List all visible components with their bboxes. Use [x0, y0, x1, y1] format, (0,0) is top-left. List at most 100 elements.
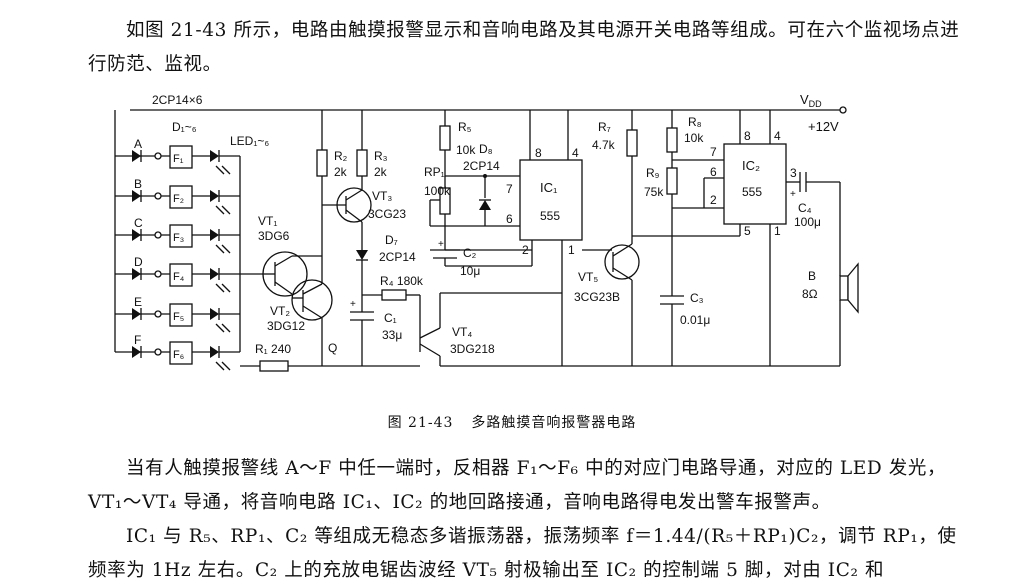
svg-text:2k: 2k: [334, 165, 348, 179]
vt5-transistor: [604, 243, 640, 281]
svg-text:F₆: F₆: [173, 349, 184, 361]
svg-text:VT₂: VT₂: [270, 304, 290, 318]
svg-text:IC₁: IC₁: [540, 180, 558, 195]
svg-text:F₁: F₁: [173, 153, 184, 165]
svg-text:+: +: [438, 239, 444, 250]
svg-text:1: 1: [774, 224, 781, 238]
channel-d: D F₄: [115, 255, 240, 293]
svg-text:10k: 10k: [684, 131, 704, 145]
channel-a: A F₁: [115, 137, 240, 175]
svg-text:A: A: [134, 137, 142, 151]
svg-text:F: F: [134, 333, 141, 347]
svg-text:10k: 10k: [456, 143, 476, 157]
svg-text:7: 7: [506, 182, 513, 196]
svg-text:C₃: C₃: [690, 291, 704, 305]
svg-text:D₈: D₈: [479, 142, 493, 156]
q-label: Q: [328, 341, 337, 355]
svg-text:C: C: [134, 216, 143, 230]
explanation-paragraph: 当有人触摸报警线 A～F 中任一端时，反相器 F₁～F₆ 中的对应门电路导通，对…: [88, 458, 947, 513]
svg-text:R₃: R₃: [374, 149, 388, 163]
svg-text:8: 8: [744, 129, 751, 143]
svg-text:F₅: F₅: [173, 311, 184, 323]
svg-text:F₂: F₂: [173, 193, 184, 205]
figure-number: 图 21-43: [387, 415, 454, 431]
svg-text:VT₅: VT₅: [578, 270, 598, 284]
r1-label: R₁ 240: [255, 342, 291, 356]
svg-text:4: 4: [774, 129, 781, 143]
figure-title: 多路触摸音响报警器电路: [471, 415, 637, 431]
speaker-icon: [839, 262, 859, 314]
svg-text:R₅: R₅: [458, 120, 472, 134]
svg-text:100k: 100k: [424, 184, 451, 198]
svg-text:F₃: F₃: [173, 232, 184, 244]
svg-text:5: 5: [744, 224, 751, 238]
svg-text:75k: 75k: [644, 185, 664, 199]
svg-text:D: D: [134, 255, 143, 269]
svg-text:8Ω: 8Ω: [802, 287, 818, 301]
supply-voltage-label: +12V: [808, 119, 839, 134]
svg-text:B: B: [134, 177, 142, 191]
svg-text:1: 1: [568, 243, 575, 257]
svg-text:100μ: 100μ: [794, 215, 821, 229]
svg-text:0.01μ: 0.01μ: [680, 313, 710, 327]
svg-text:R₂: R₂: [334, 149, 348, 163]
channel-c: C F₃: [115, 216, 240, 254]
svg-text:2CP14: 2CP14: [379, 250, 416, 264]
svg-text:10μ: 10μ: [460, 264, 480, 278]
oscillator-paragraph: IC₁ 与 R₅、RP₁、C₂ 等组成无稳态多谐振荡器，振荡频率 f＝1.44/…: [88, 526, 957, 581]
svg-text:F₄: F₄: [173, 271, 185, 283]
ic1-chip: [519, 159, 583, 241]
svg-text:2k: 2k: [374, 165, 388, 179]
diode-ref-label: D₁~₆: [172, 120, 197, 134]
svg-text:C₄: C₄: [798, 201, 812, 215]
svg-text:6: 6: [506, 212, 513, 226]
led-ref-label: LED₁~₆: [230, 134, 269, 148]
figure-caption: 图 21-43 多路触摸音响报警器电路: [0, 412, 1024, 432]
svg-text:4: 4: [572, 146, 579, 160]
svg-text:3DG218: 3DG218: [450, 342, 495, 356]
svg-text:3: 3: [790, 166, 797, 180]
channel-b: B F₂: [115, 177, 240, 215]
svg-text:33μ: 33μ: [382, 328, 402, 342]
svg-text:RP₁: RP₁: [424, 165, 445, 179]
vt4-transistor: [419, 327, 441, 357]
svg-text:VT₃: VT₃: [372, 189, 392, 203]
svg-text:D₇: D₇: [385, 233, 398, 247]
svg-text:E: E: [134, 295, 142, 309]
svg-text:R₈: R₈: [688, 115, 702, 129]
svg-text:6: 6: [710, 165, 717, 179]
vdd-label: VDD: [800, 92, 822, 109]
vt1-transistor: [262, 251, 308, 297]
channel-f: F F₆: [115, 333, 240, 371]
svg-text:8: 8: [535, 146, 542, 160]
svg-text:VT₁: VT₁: [258, 214, 277, 228]
svg-text:VT₄: VT₄: [452, 325, 472, 339]
svg-text:2: 2: [710, 193, 717, 207]
svg-text:7: 7: [710, 145, 717, 159]
intro-paragraph: 如图 21-43 所示，电路由触摸报警显示和音响电路及其电源开关电路等组成。可在…: [88, 20, 960, 75]
svg-text:C₂: C₂: [463, 246, 477, 260]
svg-text:R₉: R₉: [646, 166, 660, 180]
svg-text:+: +: [790, 189, 796, 200]
svg-text:3DG6: 3DG6: [258, 229, 290, 243]
circuit-diagram: VDD +12V 2CP14×6 D₁~₆ LED₁~₆ A F₁ B F₂ C…: [114, 92, 859, 372]
channel-e: E F₅: [115, 295, 240, 333]
vt3-transistor: [322, 187, 372, 223]
svg-text:3DG12: 3DG12: [267, 319, 305, 333]
svg-text:3CG23B: 3CG23B: [574, 290, 620, 304]
svg-text:B: B: [808, 269, 816, 283]
svg-text:+: +: [350, 299, 356, 310]
vt2-transistor: [291, 279, 333, 321]
svg-text:555: 555: [742, 185, 762, 199]
svg-text:C₁: C₁: [384, 311, 397, 325]
svg-text:4.7k: 4.7k: [592, 138, 616, 152]
svg-text:2: 2: [522, 243, 529, 257]
svg-text:R₄ 180k: R₄ 180k: [380, 274, 424, 288]
ic2-chip: [723, 143, 787, 225]
diodes-top-label: 2CP14×6: [152, 93, 203, 107]
svg-text:3CG23: 3CG23: [368, 207, 406, 221]
svg-text:2CP14: 2CP14: [463, 159, 500, 173]
svg-text:555: 555: [540, 209, 560, 223]
svg-text:R₇: R₇: [598, 120, 611, 134]
svg-text:IC₂: IC₂: [742, 158, 760, 173]
